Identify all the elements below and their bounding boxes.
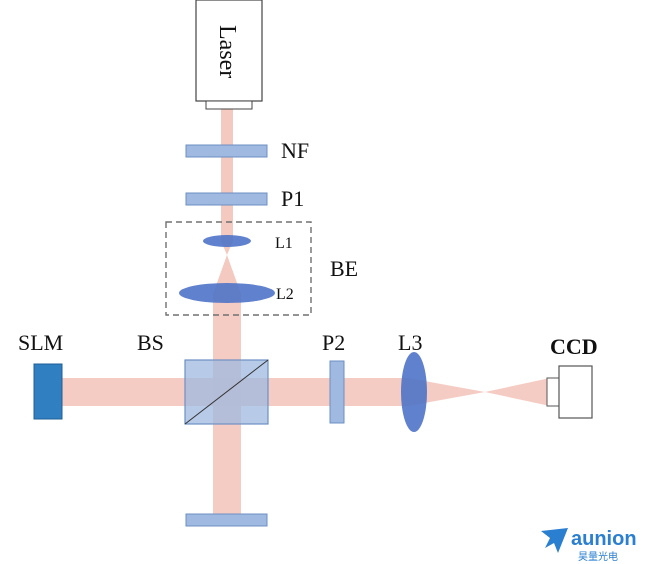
laser-body	[195, 0, 263, 102]
bs-label: BS	[137, 330, 164, 355]
ccd-lens-mount	[546, 377, 560, 407]
ccd-label: CCD	[550, 334, 598, 359]
vertical-beam-upper	[221, 108, 233, 241]
laser-beams	[62, 108, 550, 516]
p1-label: P1	[281, 186, 304, 211]
brand-name: aunion	[571, 528, 637, 550]
p2-label: P2	[322, 330, 345, 355]
brand-logo-icon	[541, 528, 568, 553]
bs-diagonal	[184, 359, 269, 425]
beam-expander-box	[165, 221, 312, 316]
diverging-beam	[485, 378, 550, 406]
l2-label: L2	[276, 286, 294, 303]
p2-polarizer	[329, 360, 345, 424]
l1-label: L1	[275, 235, 293, 252]
l3-label: L3	[398, 330, 422, 355]
laser-aperture	[205, 100, 253, 110]
slm-label: SLM	[18, 330, 63, 355]
ccd-body	[558, 365, 593, 419]
nf-filter	[185, 144, 268, 158]
slm-device	[33, 363, 63, 420]
focusing-beam	[408, 378, 485, 406]
brand-subtitle: 昊量光电	[578, 550, 618, 563]
p1-polarizer	[185, 192, 268, 206]
ccd-camera	[546, 365, 593, 419]
laser-source: Laser	[195, 0, 263, 110]
nf-label: NF	[281, 138, 309, 163]
be-label: BE	[330, 256, 358, 281]
l2-lens	[179, 283, 275, 303]
laser-label: Laser	[214, 25, 240, 78]
bottom-mirror	[185, 513, 268, 527]
beam-splitter	[184, 359, 269, 425]
brand-watermark: aunion 昊量光电	[541, 528, 637, 563]
l1-lens	[203, 235, 251, 247]
l3-lens	[401, 352, 427, 432]
